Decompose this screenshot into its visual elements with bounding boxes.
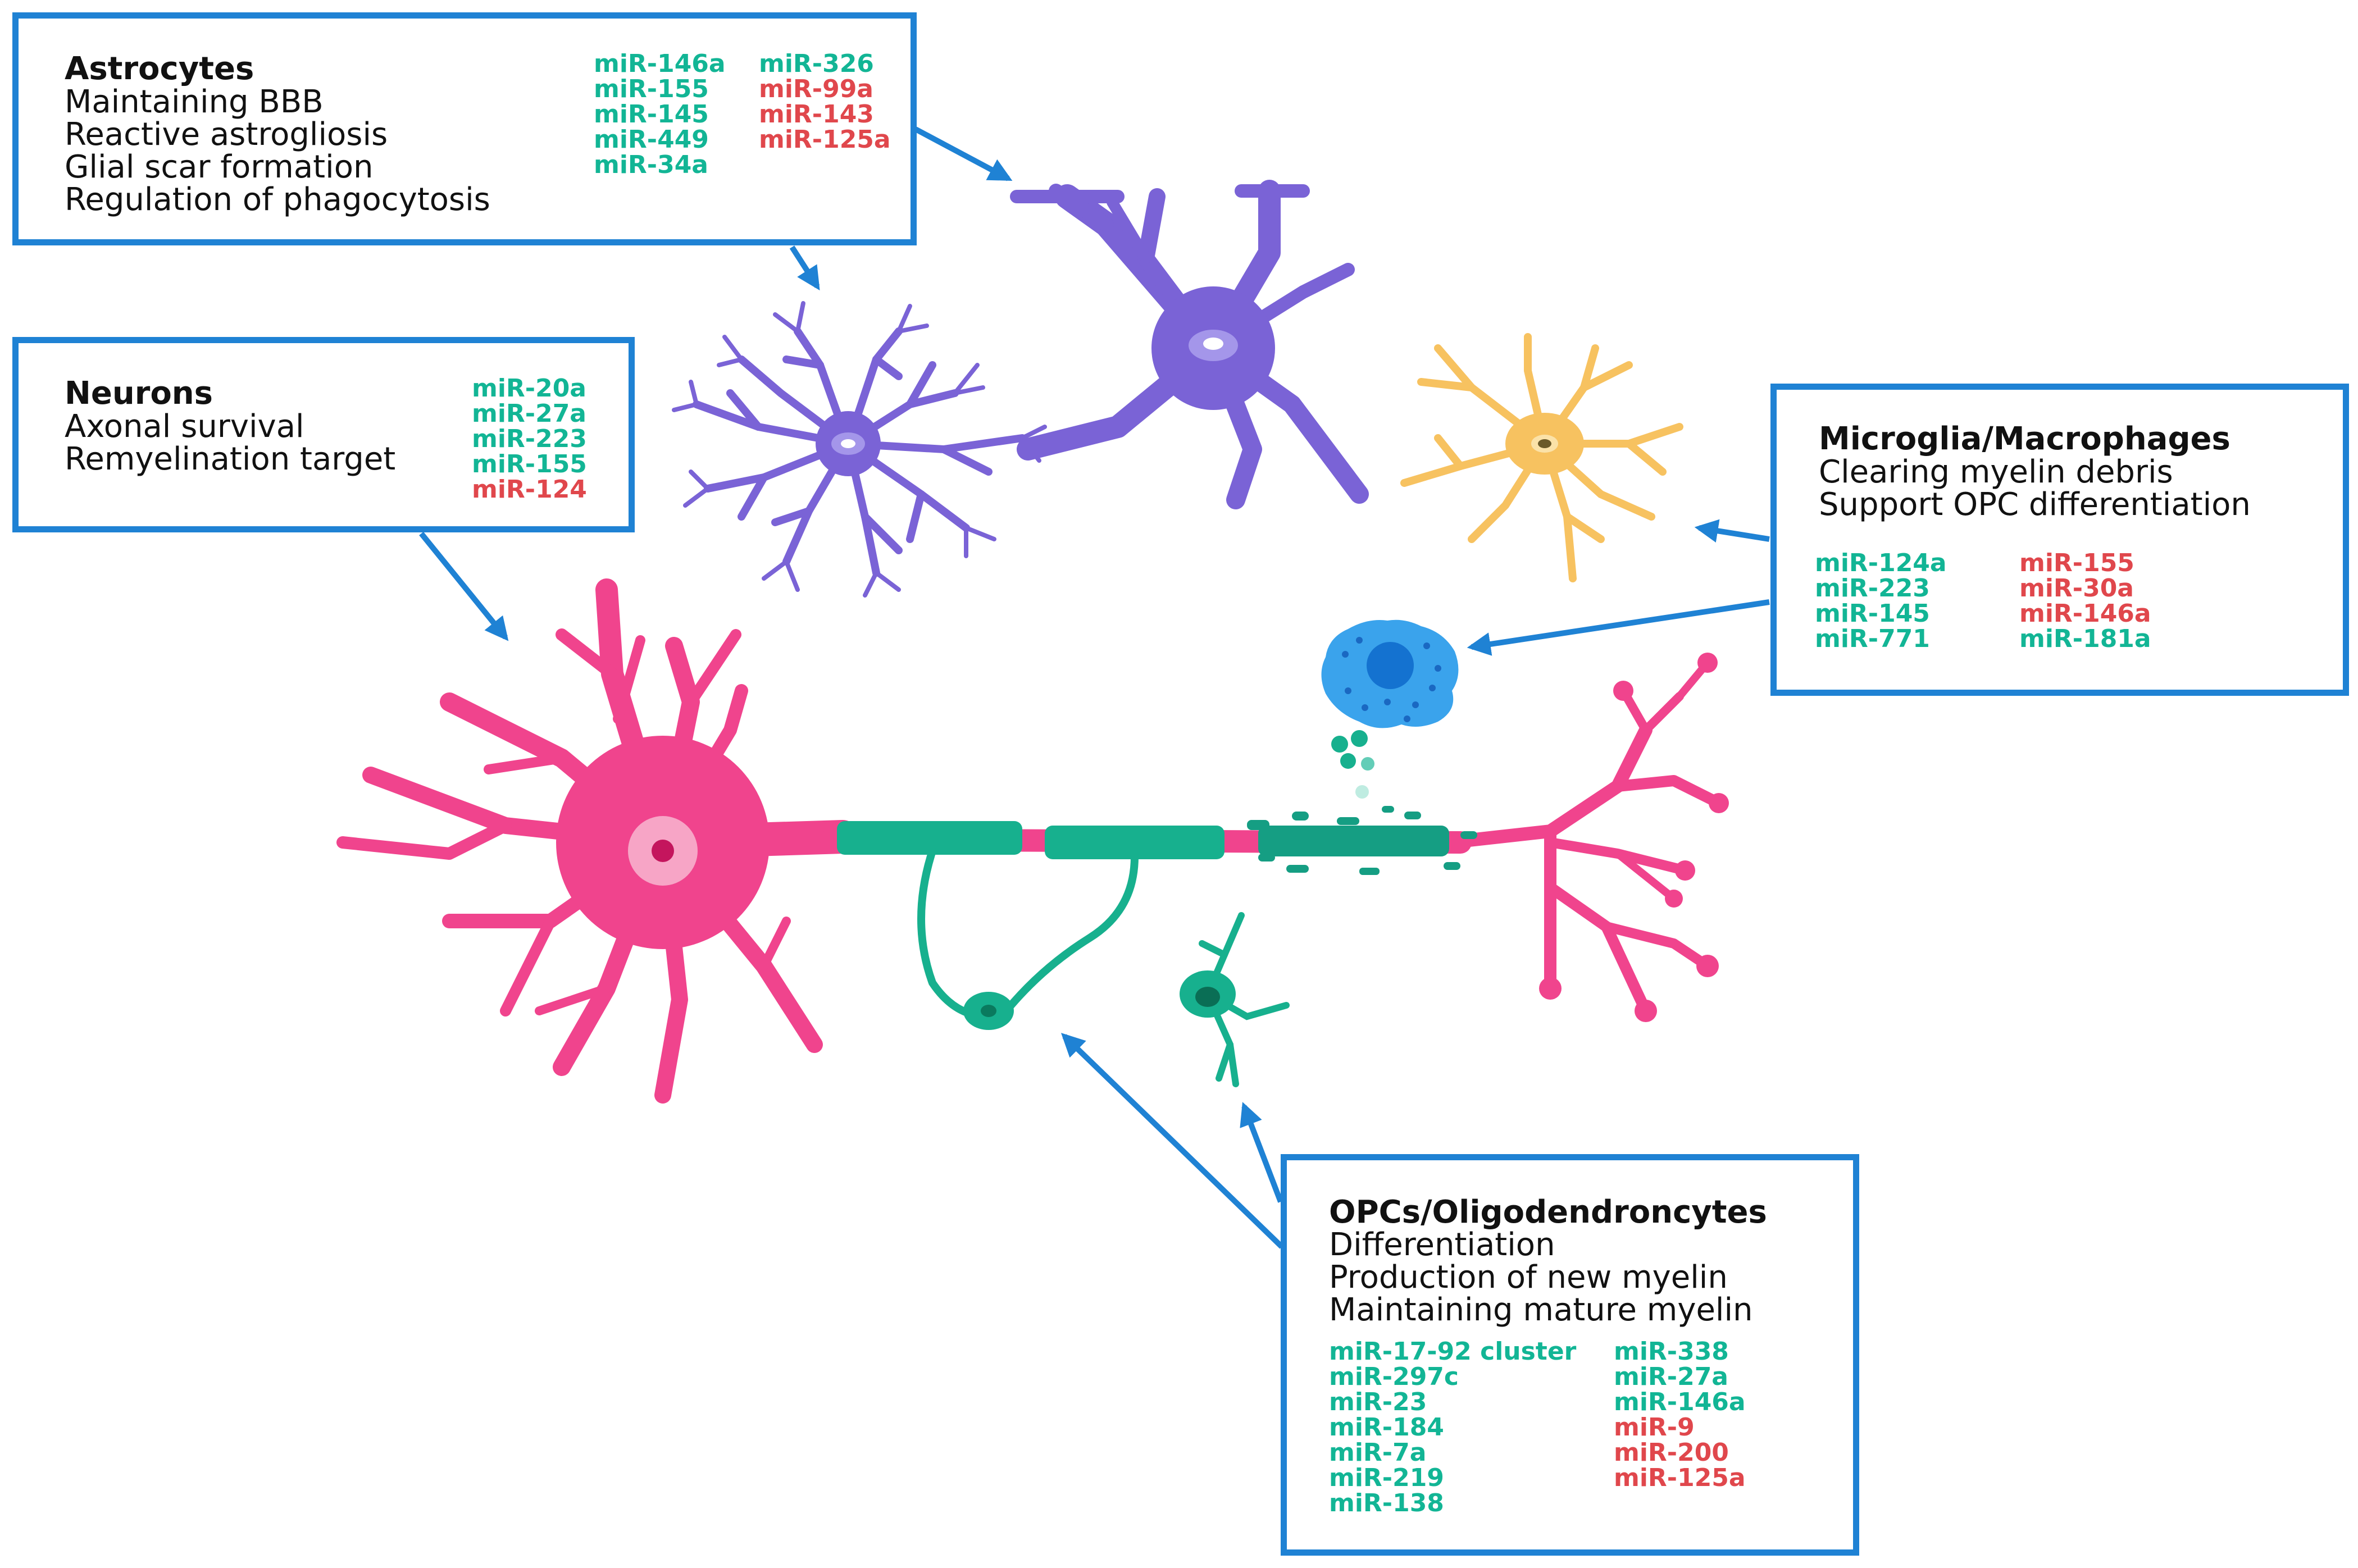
mirna-label: miR-23 [1329, 1388, 1427, 1416]
arrow-to-protoplasmic-astrocyte [789, 245, 820, 291]
mirna-label: miR-146a [1614, 1388, 1746, 1416]
mirna-label: miR-200 [1614, 1438, 1729, 1467]
function-text: Regulation of phagocytosis [65, 181, 490, 218]
function-text: Axonal survival [65, 408, 304, 445]
mirna-label: miR-143 [759, 100, 874, 129]
mirna-label: miR-17-92 cluster [1329, 1337, 1577, 1366]
neurons-title: Neurons [65, 375, 213, 412]
mirna-label: miR-297c [1329, 1362, 1459, 1391]
mirna-label: miR-326 [759, 49, 874, 78]
damaged-myelin [1247, 806, 1477, 875]
function-text: Maintaining mature myelin [1329, 1292, 1753, 1328]
mirna-label: miR-771 [1815, 625, 1930, 653]
astrocytes-title: Astrocytes [65, 51, 254, 87]
mirna-label: miR-223 [472, 425, 587, 453]
mirna-label: miR-125a [1614, 1464, 1746, 1492]
mirna-label: miR-138 [1329, 1489, 1444, 1517]
function-text: Production of new myelin [1329, 1259, 1728, 1296]
mirna-label: miR-9 [1614, 1413, 1695, 1442]
mirna-label: miR-124 [472, 475, 587, 504]
function-text: Maintaining BBB [65, 84, 324, 120]
arrow-to-microglia [1694, 519, 1770, 543]
arrow-to-opc [1240, 1102, 1283, 1203]
mirna-label: miR-155 [594, 75, 709, 103]
mirna-label: miR-219 [1329, 1464, 1444, 1492]
mirna-label: miR-7a [1329, 1438, 1427, 1467]
fibrous-astrocyte [1010, 180, 1369, 509]
microglia-box: Microglia/Macrophages Clearing myelin de… [1770, 384, 2349, 696]
microglia-cell [1400, 333, 1683, 582]
mirna-label: miR-181a [2019, 625, 2151, 653]
mirna-label: miR-146a [594, 49, 726, 78]
macrophage-cell [1321, 619, 1459, 799]
opcs-title: OPCs/Oligodendroncytes [1329, 1194, 1767, 1230]
mirna-label: miR-99a [759, 75, 873, 103]
microglia-title: Microglia/Macrophages [1819, 421, 2230, 457]
mirna-label: miR-155 [2019, 549, 2134, 577]
mirna-label: miR-145 [594, 100, 709, 129]
neuron-nucleolus [652, 840, 674, 862]
arrow-to-oligodendrocyte [1060, 1033, 1284, 1249]
myelin-sheath [837, 821, 1224, 859]
neuron-terminals [1539, 653, 1729, 1022]
mirna-label: miR-27a [472, 399, 586, 428]
mirna-label: miR-223 [1815, 574, 1930, 603]
mirna-label: miR-124a [1815, 549, 1947, 577]
arrow-to-fibrous-astrocyte [914, 126, 1013, 181]
mirna-label: miR-125a [759, 125, 891, 154]
mirna-label: miR-155 [472, 450, 587, 478]
mirna-label: miR-27a [1614, 1362, 1728, 1391]
mirna-label: miR-20a [472, 374, 586, 403]
function-text: Support OPC differentiation [1819, 486, 2251, 523]
function-text: Clearing myelin debris [1819, 454, 2173, 490]
neuron-cell [336, 578, 1724, 1104]
mirna-label: miR-146a [2019, 599, 2151, 628]
mirna-label: miR-184 [1329, 1413, 1444, 1442]
arrows [419, 126, 1770, 1249]
protoplasmic-astrocyte [672, 301, 1047, 598]
function-text: Glial scar formation [65, 149, 374, 185]
mirna-label: miR-34a [594, 151, 708, 179]
arrow-to-neuron [419, 531, 509, 641]
mirna-label: miR-338 [1614, 1337, 1729, 1366]
function-text: Reactive astrogliosis [65, 116, 388, 153]
oligodendrocyte [917, 847, 1139, 1020]
function-text: Remyelination target [65, 441, 396, 477]
mirna-label: miR-145 [1815, 599, 1930, 628]
function-text: Differentiation [1329, 1227, 1555, 1263]
mirna-label: miR-449 [594, 125, 709, 154]
arrow-to-macrophage [1467, 599, 1770, 656]
mirna-label: miR-30a [2019, 574, 2134, 603]
